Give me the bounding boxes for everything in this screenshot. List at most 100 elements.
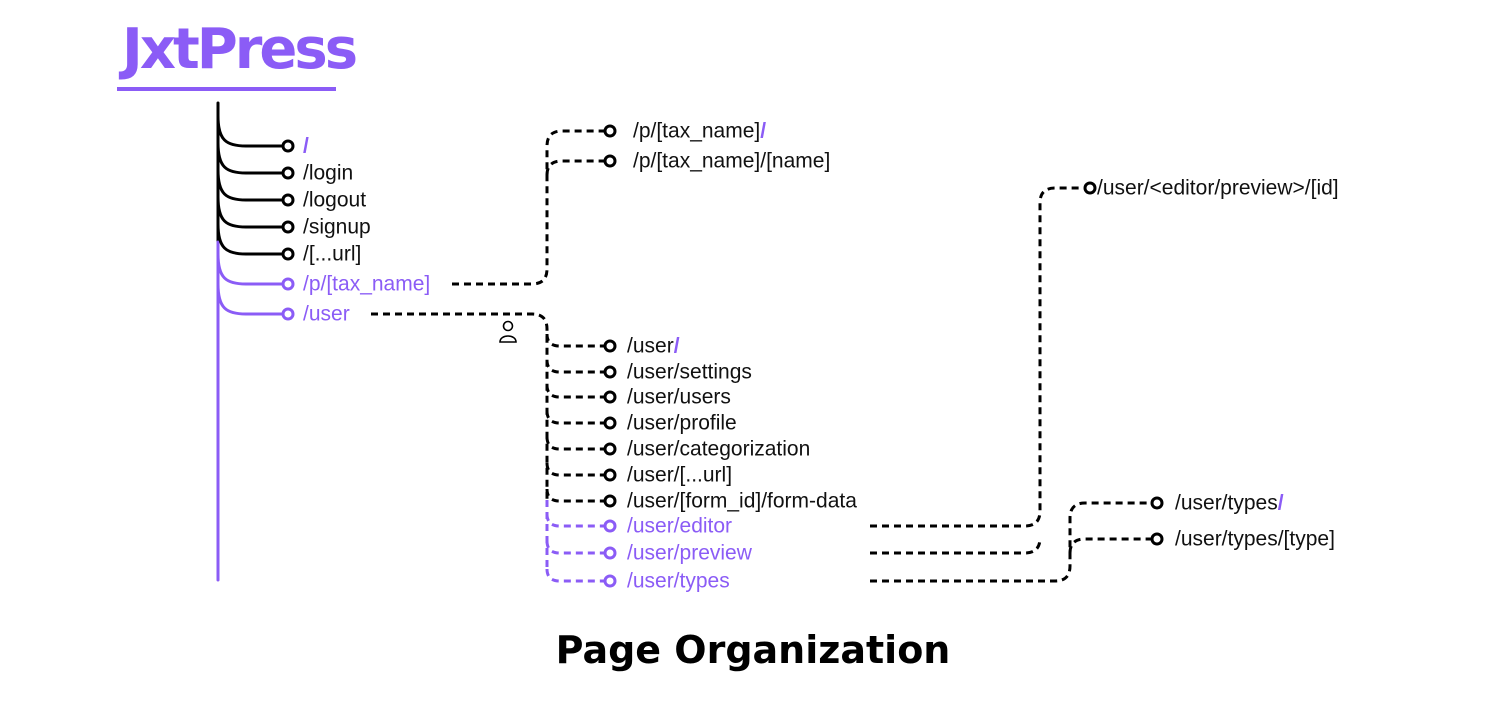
route-path-text: /user/users bbox=[627, 385, 731, 409]
route-node bbox=[603, 390, 617, 404]
tax-connector bbox=[452, 129, 604, 286]
route-path-text: /login bbox=[303, 161, 354, 185]
route-label: /user bbox=[303, 304, 350, 325]
user-branch bbox=[545, 359, 604, 374]
route-node bbox=[603, 574, 617, 588]
route-label: /user/settings bbox=[627, 362, 752, 383]
route-path-text: /p/[tax_name] bbox=[633, 119, 761, 143]
route-label: /user/[...url] bbox=[627, 465, 732, 486]
user-icon-head bbox=[502, 320, 514, 332]
user-branch bbox=[545, 436, 604, 451]
preview-connector bbox=[870, 537, 1042, 555]
route-label: /user/types/[type] bbox=[1175, 529, 1335, 550]
user-icon bbox=[499, 320, 517, 343]
route-label: /user/types/ bbox=[1175, 493, 1284, 514]
route-path-text: /user/[form_id]/form-data bbox=[627, 489, 857, 513]
route-label: / bbox=[303, 136, 309, 157]
route-index-slash: / bbox=[1277, 491, 1284, 515]
route-node bbox=[603, 494, 617, 508]
route-path-text: /user/types bbox=[1175, 491, 1278, 515]
route-path-text: /user/editor bbox=[627, 514, 733, 538]
route-node bbox=[281, 247, 295, 261]
route-label: /login bbox=[303, 163, 353, 184]
route-label: /user/editor bbox=[627, 516, 732, 537]
user-branch bbox=[545, 540, 604, 555]
route-path-text: /user bbox=[303, 302, 350, 326]
route-label: /user/profile bbox=[627, 413, 737, 434]
route-node bbox=[603, 124, 617, 138]
route-branch bbox=[216, 222, 285, 256]
user-branch bbox=[545, 513, 604, 528]
route-label: /user/<editor/preview>/[id] bbox=[1097, 178, 1339, 199]
route-path-text: /user/types/[type] bbox=[1175, 527, 1335, 551]
user-branch bbox=[545, 410, 604, 425]
route-path-text: /logout bbox=[303, 188, 367, 212]
user-branch bbox=[545, 488, 604, 503]
route-index-slash: / bbox=[760, 119, 767, 143]
route-node bbox=[281, 307, 295, 321]
route-branch bbox=[216, 282, 285, 316]
route-branch bbox=[216, 195, 285, 229]
route-node bbox=[603, 339, 617, 353]
route-path-text: /user/<editor/preview>/[id] bbox=[1097, 176, 1339, 200]
page-title: Page Organization bbox=[555, 628, 951, 672]
editor-connector bbox=[870, 186, 1083, 528]
route-node bbox=[603, 442, 617, 456]
route-branch bbox=[216, 252, 285, 286]
route-path-text: /p/[tax_name] bbox=[303, 272, 431, 296]
route-node bbox=[603, 154, 617, 168]
user-branch bbox=[545, 568, 604, 583]
user-branch bbox=[545, 462, 604, 477]
route-node bbox=[281, 139, 295, 153]
logo-text: JxtPress bbox=[122, 17, 358, 82]
route-index-slash: / bbox=[303, 134, 309, 158]
route-label: /user/preview bbox=[627, 543, 752, 564]
user-branch bbox=[545, 384, 604, 399]
route-path-text: /p/[tax_name]/[name] bbox=[633, 149, 831, 173]
route-label: /user/[form_id]/form-data bbox=[627, 491, 857, 512]
route-node bbox=[281, 193, 295, 207]
route-branch bbox=[216, 141, 285, 175]
user-branch bbox=[545, 333, 604, 348]
route-node bbox=[1150, 496, 1164, 510]
route-path-text: /user/categorization bbox=[627, 437, 811, 461]
route-node bbox=[603, 365, 617, 379]
types-connector bbox=[870, 501, 1151, 583]
tax-connector bbox=[545, 159, 604, 176]
route-path-text: /user/[...url] bbox=[627, 463, 733, 487]
route-node bbox=[603, 519, 617, 533]
route-node bbox=[603, 416, 617, 430]
route-node bbox=[1150, 532, 1164, 546]
route-branch bbox=[216, 114, 285, 148]
route-label: /p/[tax_name] bbox=[303, 274, 430, 295]
route-path-text: /signup bbox=[303, 215, 371, 239]
logo-underline bbox=[117, 87, 336, 91]
route-label: /[...url] bbox=[303, 244, 361, 265]
route-path-text: /user/settings bbox=[627, 360, 752, 384]
route-path-text: /[...url] bbox=[303, 242, 362, 266]
route-path-text: /user bbox=[627, 334, 674, 358]
route-path-text: /user/preview bbox=[627, 541, 752, 565]
route-path-text: /user/profile bbox=[627, 411, 737, 435]
route-index-slash: / bbox=[673, 334, 680, 358]
route-label: /p/[tax_name]/[name] bbox=[633, 151, 830, 172]
user-connector bbox=[371, 312, 549, 500]
route-node bbox=[603, 468, 617, 482]
route-label: /user/categorization bbox=[627, 439, 810, 460]
route-node bbox=[281, 166, 295, 180]
route-label: /user/users bbox=[627, 387, 731, 408]
route-node bbox=[281, 220, 295, 234]
route-branch bbox=[216, 168, 285, 202]
route-node bbox=[281, 277, 295, 291]
user-icon-body bbox=[499, 335, 517, 343]
route-label: /p/[tax_name]/ bbox=[633, 121, 766, 142]
route-label: /signup bbox=[303, 217, 371, 238]
route-label: /user/ bbox=[627, 336, 680, 357]
types-connector bbox=[1068, 537, 1151, 554]
route-path-text: /user/types bbox=[627, 569, 730, 593]
route-node bbox=[1083, 181, 1097, 195]
route-label: /user/types bbox=[627, 571, 730, 592]
route-node bbox=[603, 546, 617, 560]
